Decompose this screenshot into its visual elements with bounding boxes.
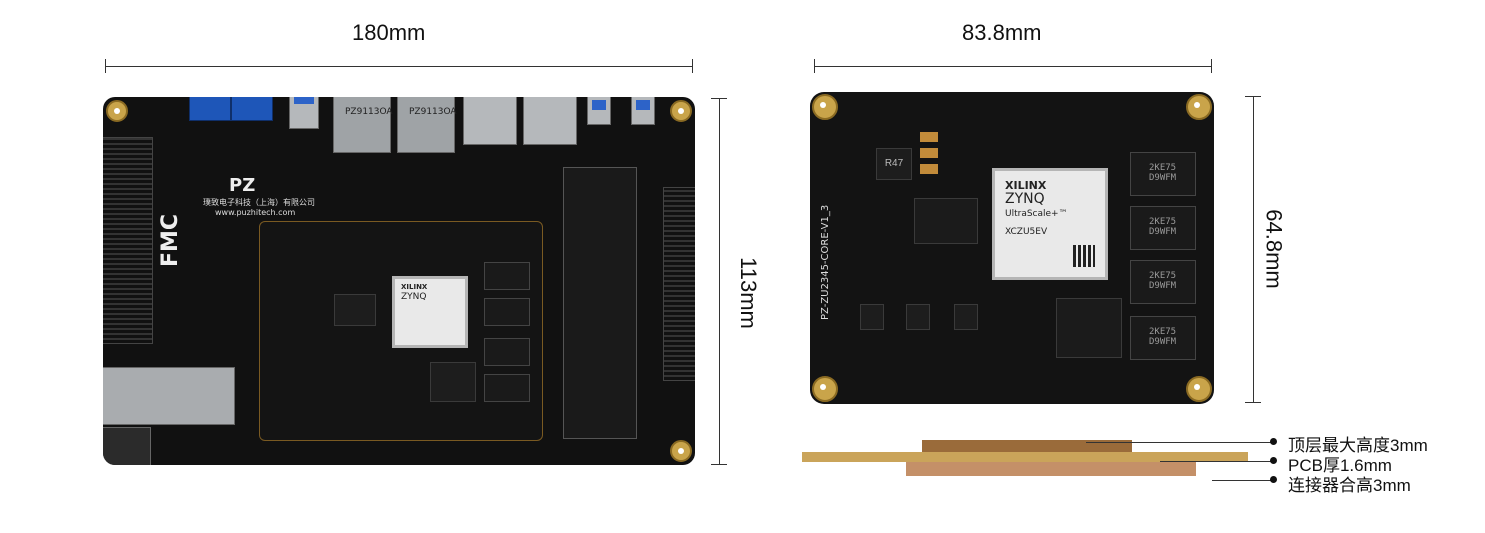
capacitor xyxy=(920,148,938,158)
mounting-hole xyxy=(106,100,128,122)
emmc-chip xyxy=(1056,298,1122,358)
mounting-hole xyxy=(812,94,838,120)
soc-part: XCZU5EV xyxy=(1005,227,1048,237)
legend-bullet xyxy=(1270,457,1277,464)
core-height-tick-top xyxy=(1245,96,1261,97)
inductor xyxy=(906,304,930,330)
pmic-chip xyxy=(334,294,376,326)
leader-line-connector xyxy=(1212,480,1272,481)
rj45-port xyxy=(397,97,455,153)
ram-chip xyxy=(484,338,530,366)
pcb-edge xyxy=(802,452,1248,462)
ram-chip: 2KE75 D9WFM xyxy=(1130,206,1196,250)
mounting-hole xyxy=(812,376,838,402)
carrier-width-label: 180mm xyxy=(352,20,426,45)
usb-c-port xyxy=(289,97,319,129)
ram-chip: 2KE75 D9WFM xyxy=(1130,260,1196,304)
carrier-width-tick-right xyxy=(692,59,693,73)
carrier-board: FMC PZ9113OA PZ9113OA PZ 璞致电子科技（上海）有限公司 … xyxy=(103,97,695,465)
inductor: R47 xyxy=(876,148,912,180)
qr-code xyxy=(1073,245,1095,267)
terminal-block xyxy=(231,97,273,121)
brand-logo: PZ xyxy=(229,175,256,196)
core-width-label: 83.8mm xyxy=(962,20,1042,45)
soc-chip: XILINX ZYNQ UltraScale+™ XCZU5EV xyxy=(992,168,1108,280)
leader-line-pcb xyxy=(1160,461,1272,462)
carrier-width-tick-left xyxy=(105,59,106,73)
rj45-port xyxy=(333,97,391,153)
usb-a-port xyxy=(523,97,577,145)
core-silkscreen: PZ-ZU2345-CORE-V1_3 xyxy=(820,204,831,320)
label-top-height: 顶层最大高度3mm xyxy=(1288,436,1428,455)
soc-brand: XILINX xyxy=(401,283,428,291)
sfp-cage xyxy=(103,367,235,425)
ram-chip xyxy=(484,374,530,402)
soc-chip: XILINX ZYNQ xyxy=(392,276,468,348)
terminal-block xyxy=(189,97,231,121)
pmic-chip xyxy=(914,198,978,244)
fmc-connector xyxy=(103,137,153,344)
carrier-height-tick-top xyxy=(711,98,727,99)
core-width-tick-left xyxy=(814,59,815,73)
legend-bullet xyxy=(1270,438,1277,445)
legend-bullet xyxy=(1270,476,1277,483)
core-height-tick-bottom xyxy=(1245,402,1261,403)
mounting-hole xyxy=(1186,376,1212,402)
mounting-hole xyxy=(1186,94,1212,120)
mounted-core-board: XILINX ZYNQ xyxy=(259,221,543,441)
rj45-label: PZ9113OA xyxy=(409,107,457,117)
soc-family: ZYNQ xyxy=(1005,191,1045,207)
connector-stack xyxy=(906,462,1196,476)
soc-brand: XILINX xyxy=(1005,179,1047,192)
usb-c-port xyxy=(587,97,611,125)
carrier-height-tick-bottom xyxy=(711,464,727,465)
fmc-logo: FMC xyxy=(158,213,183,267)
company-website: www.puzhitech.com xyxy=(215,208,296,217)
power-jack xyxy=(103,427,151,465)
core-height-line xyxy=(1253,96,1254,402)
capacitor xyxy=(920,132,938,142)
pin-header xyxy=(663,187,695,381)
mounting-hole xyxy=(670,440,692,462)
carrier-width-line xyxy=(105,66,693,67)
core-board-side-view xyxy=(802,440,1248,480)
company-name: 璞致电子科技（上海）有限公司 xyxy=(203,198,315,207)
carrier-height-line xyxy=(719,98,720,464)
ram-chip: 2KE75 D9WFM xyxy=(1130,316,1196,360)
soc-family: ZYNQ xyxy=(401,292,427,302)
label-pcb-thickness: PCB厚1.6mm xyxy=(1288,456,1392,475)
rj45-label: PZ9113OA xyxy=(345,107,393,117)
usb-c-port xyxy=(631,97,655,125)
carrier-height-label: 113mm xyxy=(735,257,761,329)
leader-line-top xyxy=(1086,442,1272,443)
core-height-label: 64.8mm xyxy=(1261,209,1287,289)
usb-a-port xyxy=(463,97,517,145)
core-width-line xyxy=(814,66,1212,67)
top-components xyxy=(922,440,1132,452)
ram-chip xyxy=(484,262,530,290)
ram-chip xyxy=(484,298,530,326)
emmc-chip xyxy=(430,362,476,402)
mounting-hole xyxy=(670,100,692,122)
inductor xyxy=(860,304,884,330)
core-board-top-view: PZ-ZU2345-CORE-V1_3 XILINX ZYNQ UltraSca… xyxy=(810,92,1214,404)
m2-slot xyxy=(563,167,637,439)
ram-chip: 2KE75 D9WFM xyxy=(1130,152,1196,196)
soc-series: UltraScale+™ xyxy=(1005,209,1068,219)
core-width-tick-right xyxy=(1211,59,1212,73)
capacitor xyxy=(920,164,938,174)
label-connector-height: 连接器合高3mm xyxy=(1288,476,1411,495)
inductor xyxy=(954,304,978,330)
